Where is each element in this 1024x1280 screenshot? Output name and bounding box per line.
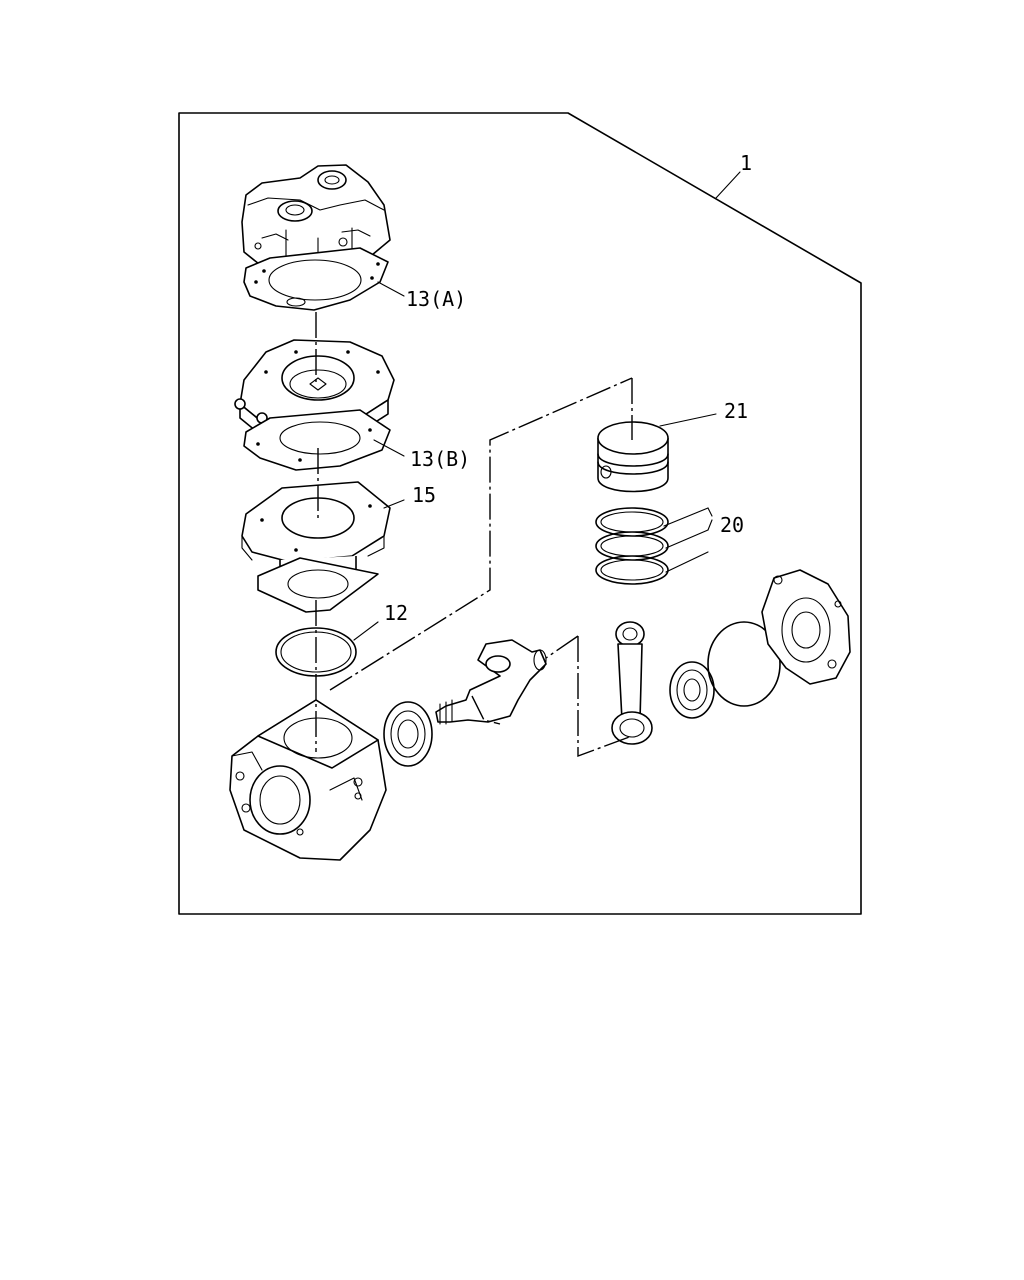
callout-20: 20 bbox=[720, 513, 744, 537]
callout-12: 12 bbox=[384, 601, 408, 625]
assembly-leader bbox=[715, 171, 741, 199]
callout-21: 21 bbox=[724, 399, 748, 423]
diagram-frame bbox=[178, 112, 862, 915]
end-cover-gasket bbox=[707, 621, 781, 707]
end-cover bbox=[761, 569, 851, 685]
assembly-lines bbox=[315, 312, 633, 758]
head-gasket-a bbox=[243, 247, 405, 311]
crankcase bbox=[229, 699, 387, 861]
crankshaft bbox=[435, 639, 547, 725]
piston-rings bbox=[595, 507, 713, 585]
head-gasket-b bbox=[243, 409, 405, 471]
callout-15: 15 bbox=[412, 483, 436, 507]
callout-13a: 13(A) bbox=[406, 287, 466, 311]
o-ring bbox=[275, 621, 379, 677]
piston bbox=[597, 413, 717, 493]
front-bearing bbox=[383, 701, 433, 767]
callout-13b: 13(B) bbox=[410, 447, 470, 471]
connecting-rod bbox=[611, 621, 653, 745]
rear-bearing bbox=[669, 661, 715, 719]
callout-assembly: 1 bbox=[740, 151, 752, 175]
cylinder-block bbox=[241, 481, 405, 613]
